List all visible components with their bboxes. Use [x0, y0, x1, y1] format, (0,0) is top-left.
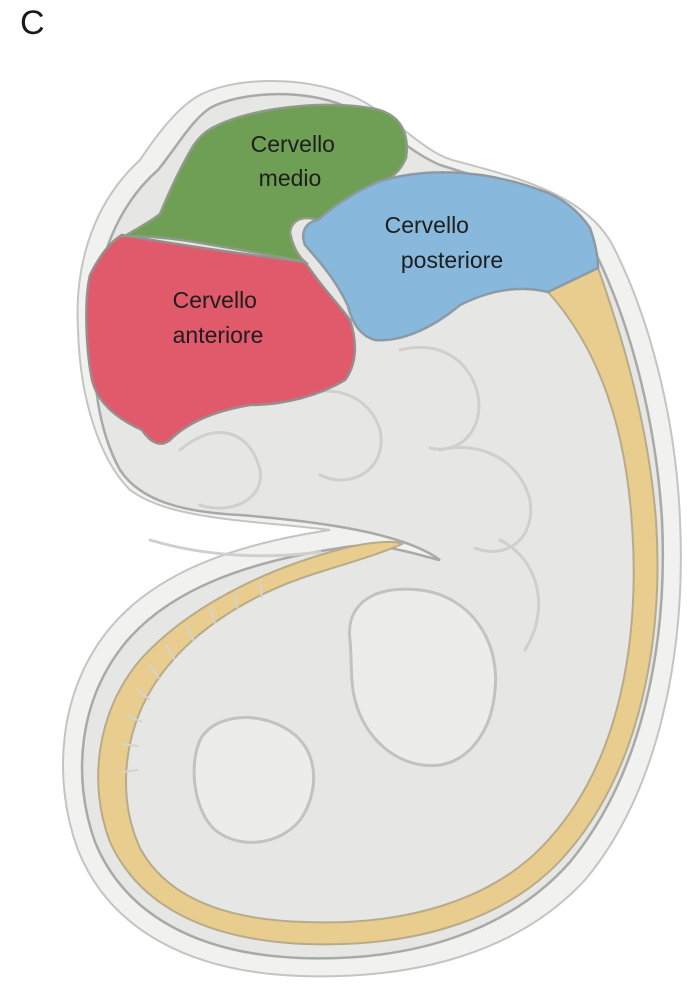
- lower-limb-bud: [194, 718, 314, 843]
